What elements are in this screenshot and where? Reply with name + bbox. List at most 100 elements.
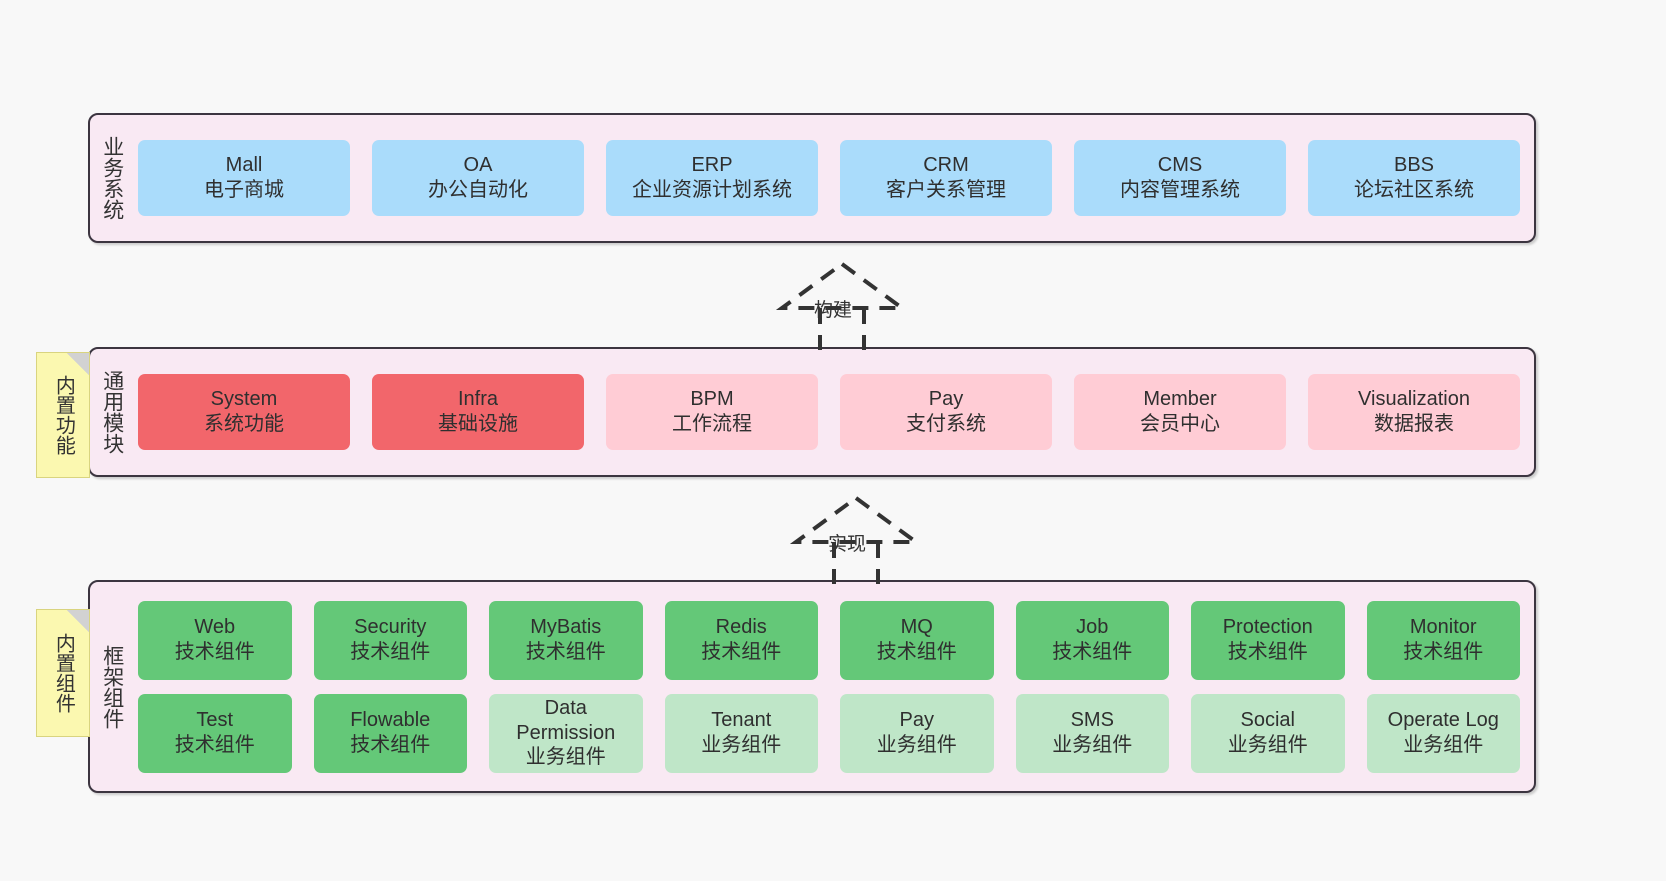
node-bpm-subtitle: 工作流程 [672,413,752,435]
layer-title-business: 业务系统 [100,136,124,220]
node-social-title: Social [1240,709,1295,732]
node-pay-module[interactable]: Pay 支付系统 [840,374,1052,450]
node-data-permission[interactable]: Data Permission 业务组件 [489,693,643,773]
node-sms-title: SMS [1070,709,1114,732]
node-crm[interactable]: CRM 客户关系管理 [840,140,1052,216]
node-oa[interactable]: OA 办公自动化 [372,140,584,216]
node-member-subtitle: 会员中心 [1140,413,1220,435]
node-infra-subtitle: 基础设施 [438,413,518,435]
node-bpm-title: BPM [690,388,734,411]
note-builtin-components-text: 内置组件 [52,633,75,713]
node-infra[interactable]: Infra 基础设施 [372,374,584,450]
node-monitor-subtitle: 技术组件 [1403,641,1484,663]
arrow-build-head [775,261,909,310]
node-test-subtitle: 技术组件 [174,734,255,756]
node-erp[interactable]: ERP 企业资源计划系统 [606,140,818,216]
row-framework-1: Web 技术组件 Security 技术组件 MyBatis 技术组件 Redi… [138,600,1520,680]
node-mall[interactable]: Mall 电子商城 [138,140,350,216]
node-pay-component[interactable]: Pay 业务组件 [840,693,994,773]
note-builtin-components: 内置组件 [36,609,90,737]
node-bbs[interactable]: BBS 论坛社区系统 [1308,140,1520,216]
generalization-arrow-build: 构建 [752,258,932,350]
node-test[interactable]: Test 技术组件 [138,693,292,773]
node-social[interactable]: Social 业务组件 [1191,693,1345,773]
node-operate-log-title: Operate Log [1387,709,1499,732]
node-mall-subtitle: 电子商城 [204,179,284,201]
node-job-subtitle: 技术组件 [1052,641,1133,663]
node-member-title: Member [1143,388,1217,411]
arrow-build-label: 构建 [814,300,853,321]
layer-business-systems: 业务系统 Mall 电子商城 OA 办公自动化 ERP 企业资源计划系统 CRM… [88,113,1536,243]
layer-body-framework: Web 技术组件 Security 技术组件 MyBatis 技术组件 Redi… [134,582,1534,791]
node-test-title: Test [196,709,234,732]
arrow-build-shaft [818,308,866,350]
node-sms[interactable]: SMS 业务组件 [1015,693,1169,773]
node-social-subtitle: 业务组件 [1227,734,1308,756]
node-pay-module-subtitle: 支付系统 [906,413,986,435]
layer-common-modules: 通用模块 System 系统功能 Infra 基础设施 BPM 工作流程 Pay… [88,347,1536,477]
node-bbs-subtitle: 论坛社区系统 [1354,179,1474,201]
node-mall-title: Mall [225,154,263,177]
node-security-title: Security [354,616,427,639]
node-crm-title: CRM [923,154,969,177]
node-tenant-title: Tenant [711,709,772,732]
node-bbs-title: BBS [1393,154,1435,177]
node-redis-subtitle: 技术组件 [701,641,782,663]
note-fold-corner-icon [67,610,89,632]
node-cms[interactable]: CMS 内容管理系统 [1074,140,1286,216]
note-builtin-features-text: 内置功能 [52,375,75,455]
note-builtin-features: 内置功能 [36,352,90,478]
layer-body-business: Mall 电子商城 OA 办公自动化 ERP 企业资源计划系统 CRM 客户关系… [134,115,1534,241]
node-system[interactable]: System 系统功能 [138,374,350,450]
node-infra-title: Infra [457,388,499,411]
layer-framework-components: 框架组件 Web 技术组件 Security 技术组件 MyBatis 技术组件… [88,580,1536,793]
node-operate-log-subtitle: 业务组件 [1403,734,1484,756]
node-job[interactable]: Job 技术组件 [1015,600,1169,680]
node-cms-subtitle: 内容管理系统 [1120,179,1240,201]
node-data-permission-title: Data Permission [516,696,616,744]
node-visualization-title: Visualization [1358,388,1470,411]
node-mybatis[interactable]: MyBatis 技术组件 [489,600,643,680]
node-mq-title: MQ [900,616,933,639]
node-tenant[interactable]: Tenant 业务组件 [664,693,818,773]
arrow-build-svg [775,261,909,350]
node-flowable-subtitle: 技术组件 [350,734,431,756]
node-sms-subtitle: 业务组件 [1052,734,1133,756]
node-security-subtitle: 技术组件 [350,641,431,663]
node-web-title: Web [194,616,236,639]
node-erp-title: ERP [691,154,733,177]
node-redis[interactable]: Redis 技术组件 [664,600,818,680]
generalization-arrow-implement: 实现 [766,492,946,584]
node-flowable[interactable]: Flowable 技术组件 [313,693,467,773]
node-protection-subtitle: 技术组件 [1227,641,1308,663]
node-crm-subtitle: 客户关系管理 [886,179,1006,201]
node-security[interactable]: Security 技术组件 [313,600,467,680]
node-mq-subtitle: 技术组件 [876,641,957,663]
arrow-impl-label: 实现 [828,534,867,555]
node-system-title: System [210,388,278,411]
node-mq[interactable]: MQ 技术组件 [840,600,994,680]
node-member[interactable]: Member 会员中心 [1074,374,1286,450]
arrow-impl-shaft [832,542,880,584]
layer-title-framework: 框架组件 [100,644,124,729]
row-framework-2: Test 技术组件 Flowable 技术组件 Data Permission … [138,693,1520,773]
node-flowable-title: Flowable [350,709,431,732]
node-visualization[interactable]: Visualization 数据报表 [1308,374,1520,450]
node-tenant-subtitle: 业务组件 [701,734,782,756]
node-redis-title: Redis [715,616,767,639]
node-mybatis-subtitle: 技术组件 [525,641,606,663]
node-protection[interactable]: Protection 技术组件 [1191,600,1345,680]
layer-title-common: 通用模块 [100,370,124,454]
node-pay-module-title: Pay [928,388,964,411]
note-fold-corner-icon [67,353,89,375]
node-web[interactable]: Web 技术组件 [138,600,292,680]
node-monitor[interactable]: Monitor 技术组件 [1366,600,1520,680]
arrow-impl-head [789,495,923,544]
node-erp-subtitle: 企业资源计划系统 [632,179,792,201]
node-data-permission-subtitle: 业务组件 [525,746,606,769]
node-pay-component-subtitle: 业务组件 [876,734,957,756]
node-operate-log[interactable]: Operate Log 业务组件 [1366,693,1520,773]
layer-body-common: System 系统功能 Infra 基础设施 BPM 工作流程 Pay 支付系统… [134,349,1534,475]
node-bpm[interactable]: BPM 工作流程 [606,374,818,450]
row-business-1: Mall 电子商城 OA 办公自动化 ERP 企业资源计划系统 CRM 客户关系… [138,140,1520,216]
